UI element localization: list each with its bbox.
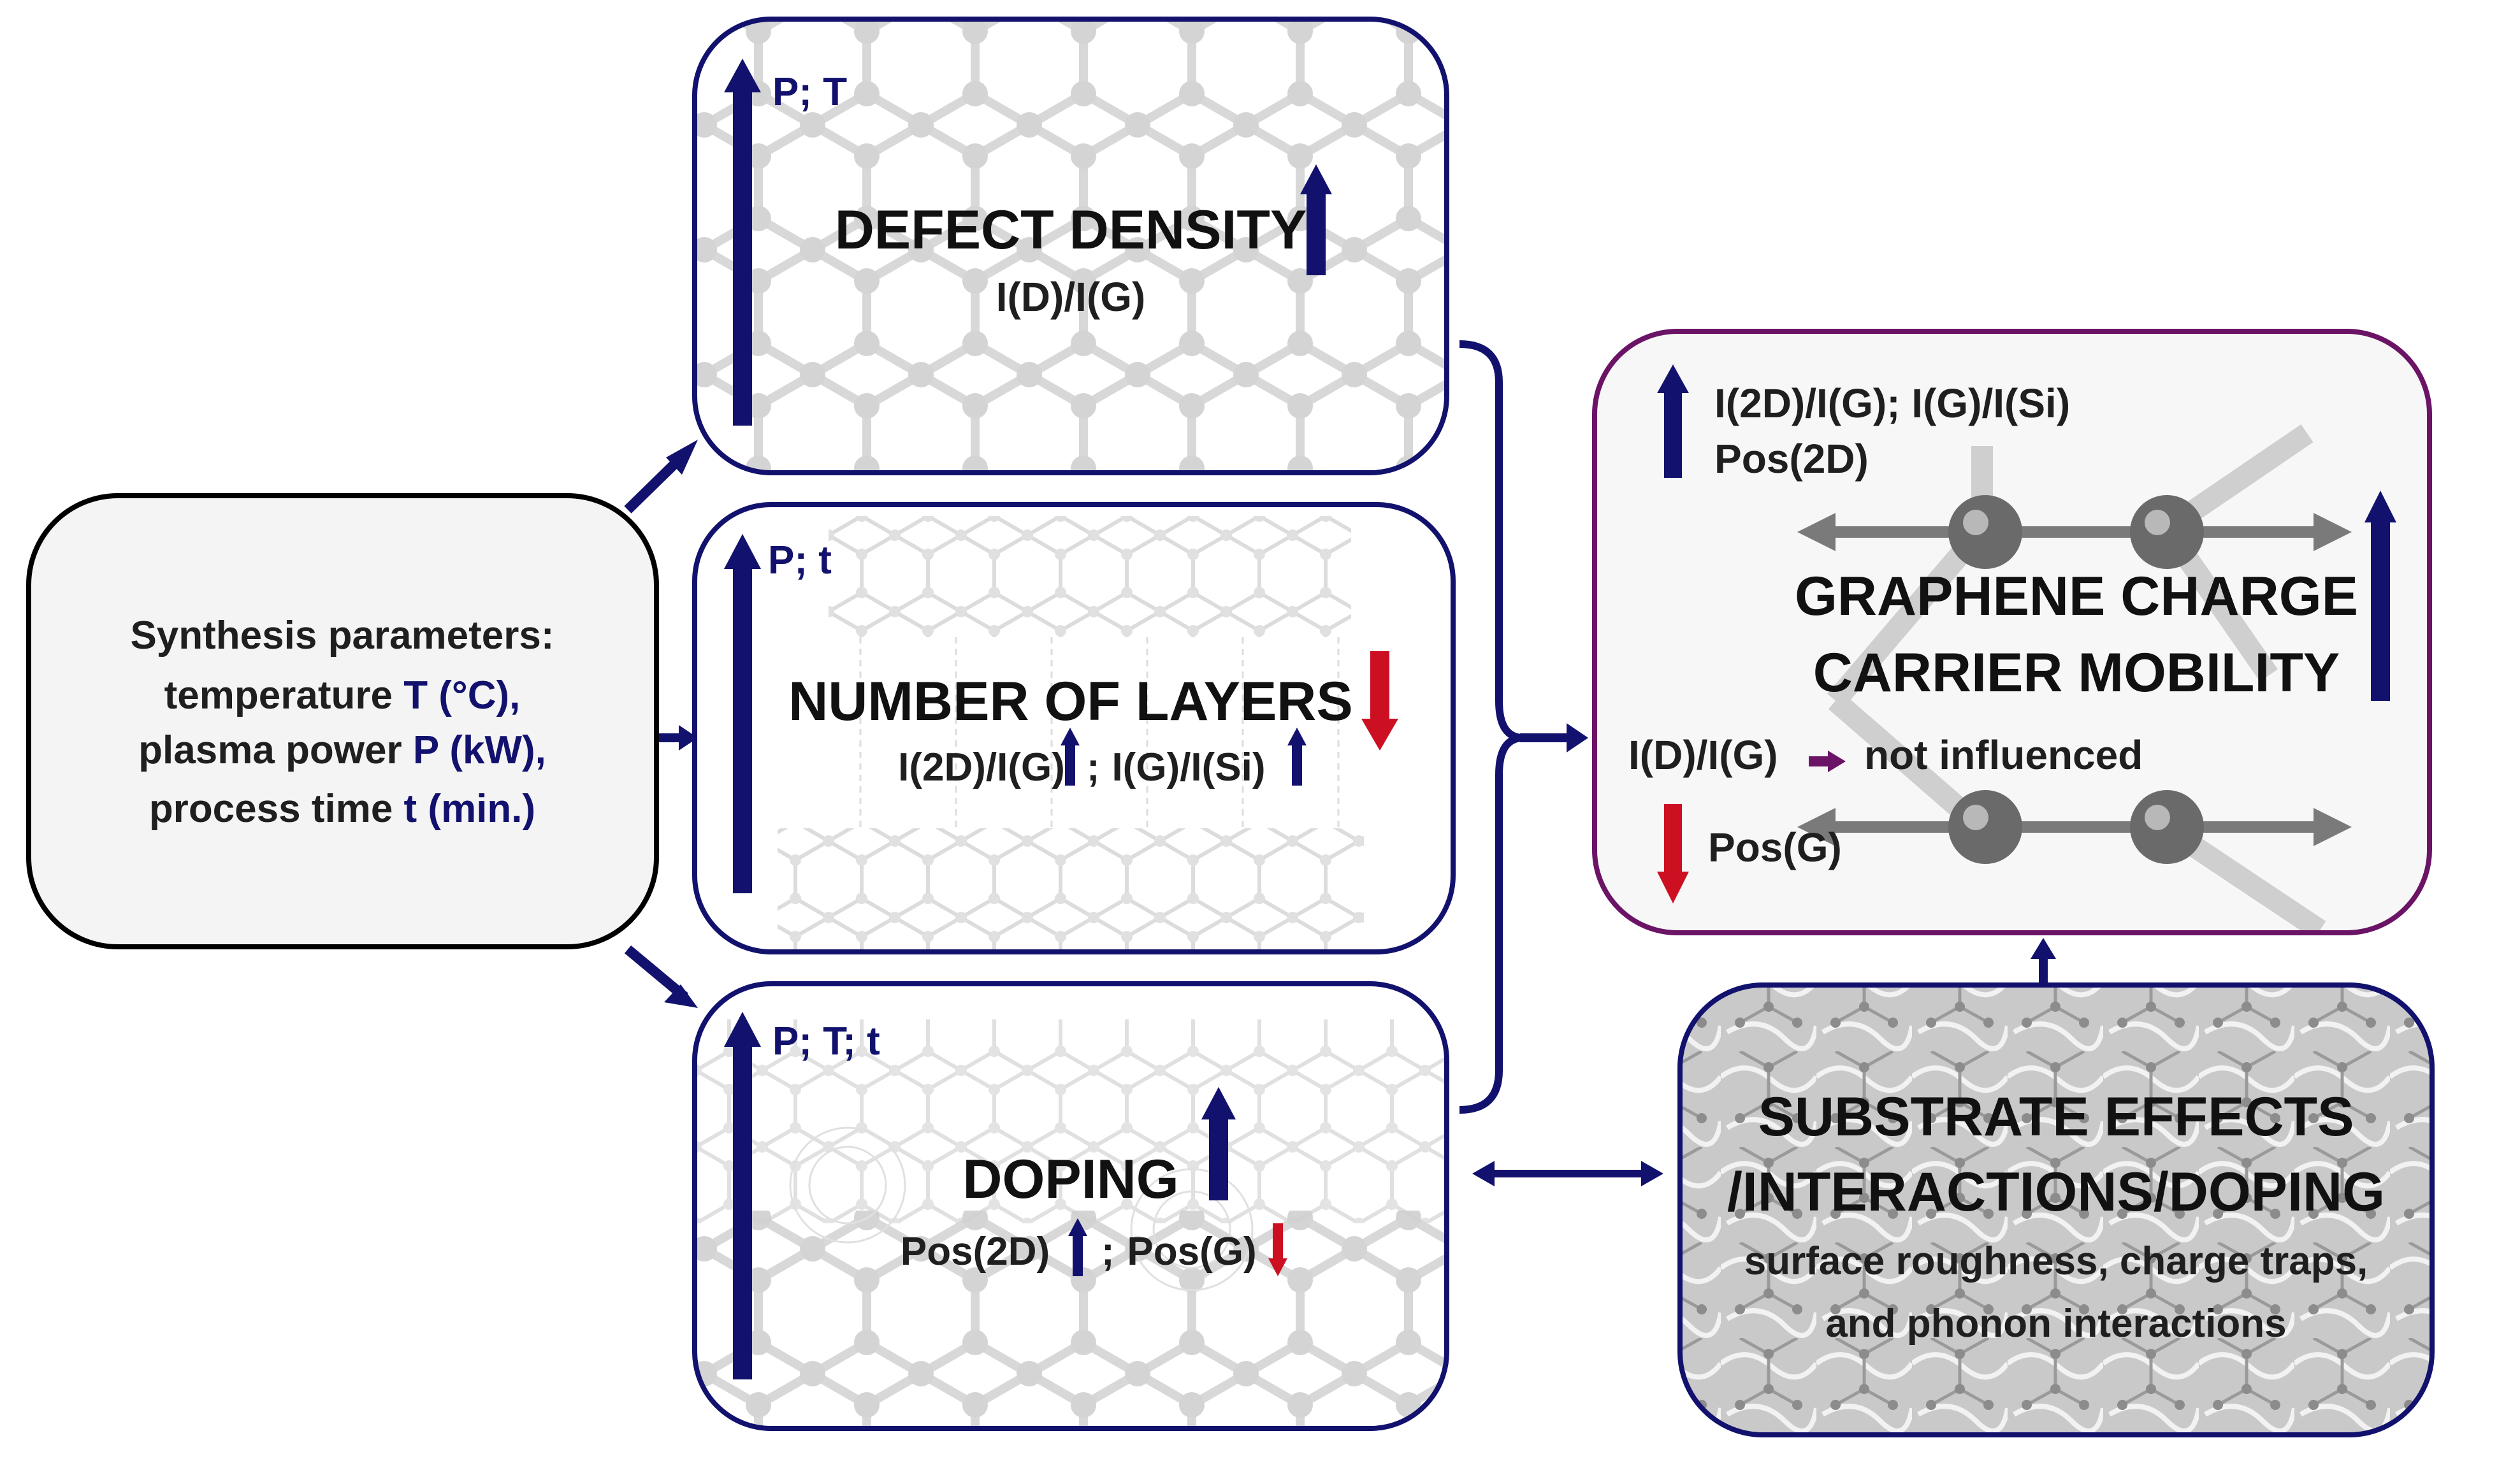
connector-arrows [624,340,2056,1186]
substrate-detail-line-2: and phonon interactions [1825,1302,2286,1346]
arrow-up-icon [2364,491,2396,701]
layers-params: P; t [768,538,832,582]
mobility-top-line-1: I(2D)/I(G); I(G)/I(Si) [1714,380,2070,426]
arrow-up-icon [1287,728,1307,786]
defect-params: P; T [772,70,847,114]
doping-params: P; T; t [772,1019,880,1063]
arrow-right-icon [1809,751,1846,772]
layers-metric-a: I(2D)/I(G) [898,745,1065,789]
arrow-up-icon [724,1012,761,1379]
doped-graphene-illustration [695,1019,1447,1428]
substrate-title-line-2: /INTERACTIONS/DOPING [1727,1162,2385,1223]
mobility-title-line-1: GRAPHENE CHARGE [1795,566,2358,627]
arrow-up-icon [724,534,761,893]
arrow-down-icon [1361,651,1398,751]
mobility-bottom: Pos(G) [1708,824,1842,870]
defect-metric: I(D)/I(G) [996,274,1146,320]
synthesis-line-4: process time t (min.) [149,787,535,831]
synthesis-line-1: Synthesis parameters: [130,614,554,658]
phonon-mode-illustration [1797,424,2352,933]
mobility-mid-left: I(D)/I(G) [1628,732,1778,778]
arrow-down-icon [1657,804,1689,903]
charge-carrier-mobility-box: I(2D)/I(G); I(G)/I(Si) Pos(2D) GRAPHENE … [1592,329,2432,935]
substrate-texture-illustration [1680,985,2432,1435]
number-of-layers-box: P; t NUMBER OF LAYERS I(2D)/I(G) ; I(G)/… [692,502,1456,954]
doping-box: P; T; t DOPING Pos(2D) ; Pos(G) [692,981,1449,1431]
mobility-mid-right: not influenced [1864,732,2143,778]
mobility-title-line-2: CARRIER MOBILITY [1813,642,2340,703]
graphene-layers-illustration [778,516,1364,949]
synthesis-line-2: temperature T (°C), [164,673,521,717]
defect-title: DEFECT DENSITY [835,199,1307,261]
arrow-up-icon [1068,1218,1087,1276]
substrate-detail-line-1: surface roughness, charge traps, [1744,1239,2368,1283]
doping-metric-a: Pos(2D) [901,1230,1050,1274]
arrow-up-icon [1300,164,1332,275]
defect-density-box: P; T DEFECT DENSITY I(D)/I(G) [692,17,1449,475]
arrow-up-icon [1657,364,1689,478]
doping-metric-b: Pos(G) [1127,1230,1256,1274]
doping-title: DOPING [962,1149,1178,1210]
layers-metric-separator: ; [1087,745,1100,789]
arrow-up-icon [1061,728,1080,786]
arrow-down-icon [1268,1223,1287,1276]
layers-title: NUMBER OF LAYERS [788,671,1353,732]
arrow-up-icon [724,59,761,426]
doping-metric-separator: ; [1101,1230,1115,1274]
layers-metric-b: I(G)/I(Si) [1112,745,1265,789]
substrate-effects-box: SUBSTRATE EFFECTS /INTERACTIONS/DOPING s… [1677,982,2435,1437]
substrate-title-line-1: SUBSTRATE EFFECTS [1758,1086,2354,1147]
synthesis-line-3: plasma power P (kW), [138,728,546,772]
mobility-top-line-2: Pos(2D) [1714,436,1869,482]
synthesis-parameters-box: Synthesis parameters: temperature T (°C)… [26,493,659,949]
arrow-up-icon [1201,1087,1236,1200]
